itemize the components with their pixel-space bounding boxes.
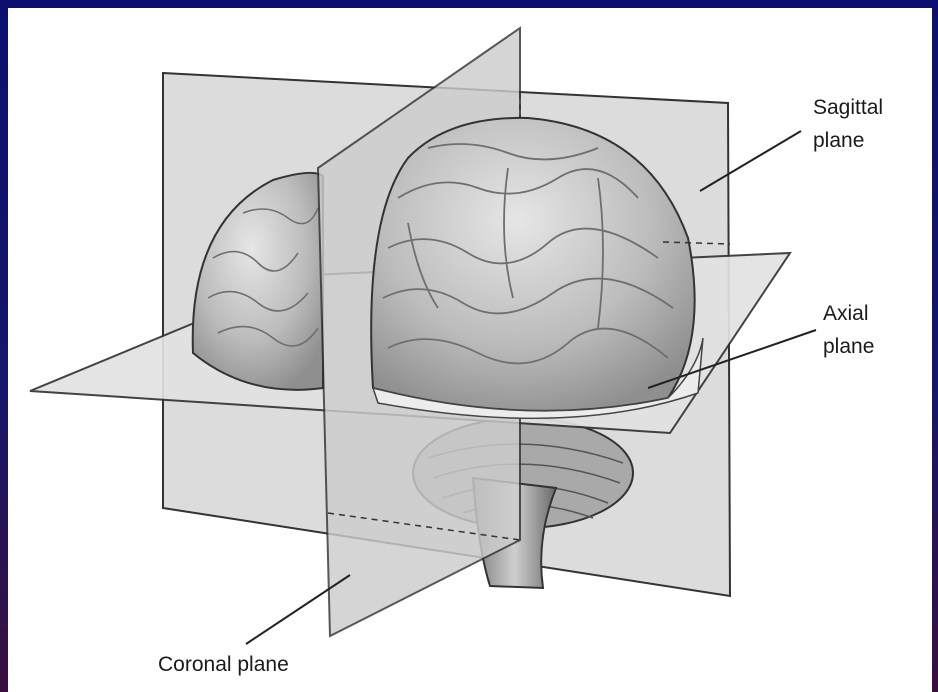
brain-planes-illustration [8, 8, 932, 692]
sagittal-plane-label: Sagittal [813, 95, 883, 121]
diagram-frame: Sagittal plane Axial plane Coronal plane [8, 8, 932, 692]
axial-plane-label-line2: plane [823, 334, 874, 360]
sagittal-plane-label-line2: plane [813, 128, 864, 154]
axial-plane-label: Axial [823, 301, 869, 327]
coronal-plane-label: Coronal plane [158, 652, 289, 678]
